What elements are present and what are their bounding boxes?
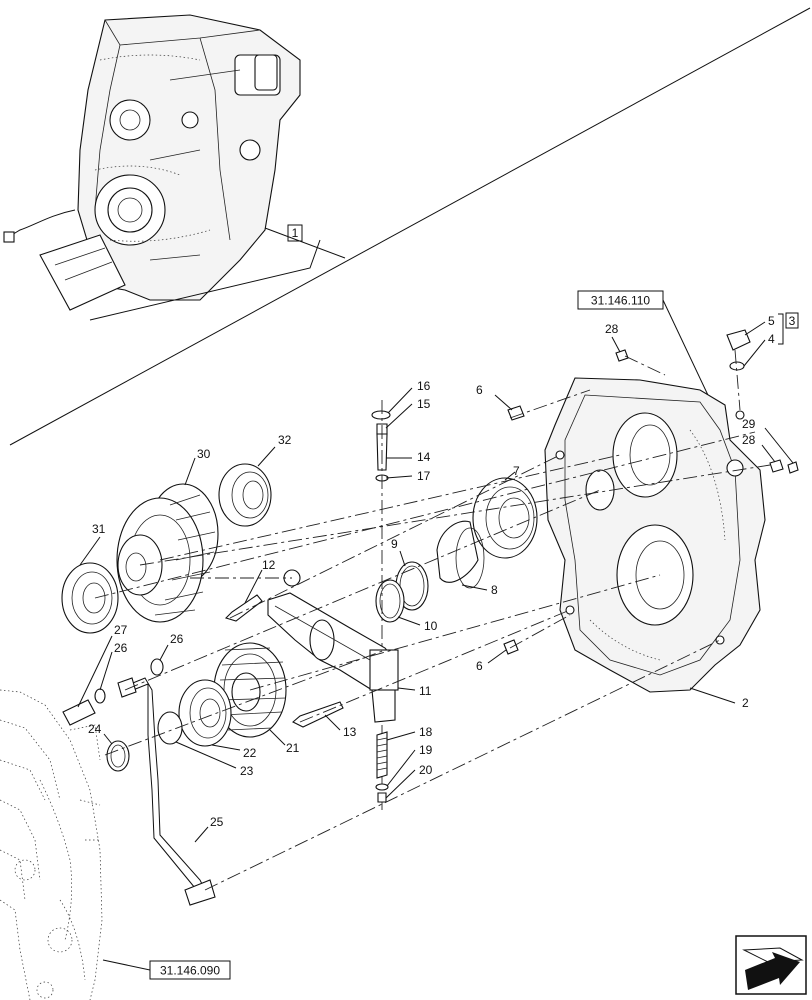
callout-6-bottom: 6 [476,659,483,673]
shift-fork [267,569,399,723]
callout-14: 14 [417,450,431,464]
callout-9: 9 [391,537,398,551]
callout-12: 12 [262,558,276,572]
callout-21: 21 [286,741,300,755]
callout-3: 3 [789,314,796,328]
callout-18: 18 [419,725,433,739]
reference-31-146-090[interactable]: 31.146.090 [160,964,220,978]
callout-22: 22 [243,746,257,760]
callout-6-top: 6 [476,383,483,397]
callout-10: 10 [424,619,438,633]
callout-31: 31 [92,522,106,536]
cluster-gear [116,483,219,623]
callout-1: 1 [292,226,299,240]
callout-26-right: 26 [170,632,184,646]
callout-4: 4 [768,332,775,346]
gearbox-cover [544,377,766,693]
callout-16: 16 [417,379,431,393]
callout-25: 25 [210,815,224,829]
callout-27: 27 [114,623,128,637]
callout-30: 30 [197,447,211,461]
callout-29: 29 [742,417,756,431]
transmission-housing-partial [0,689,103,1000]
callout-17: 17 [417,469,431,483]
callout-28-top: 28 [605,322,619,336]
lube-pipe [117,677,216,906]
next-page-arrow-icon[interactable] [735,935,807,995]
callout-24: 24 [88,722,102,736]
callout-32: 32 [278,433,292,447]
callout-28-right: 28 [742,433,756,447]
callout-23: 23 [240,764,254,778]
callout-7: 7 [513,464,520,478]
callout-26-left: 26 [114,641,128,655]
callout-11: 11 [419,684,432,698]
callout-5: 5 [768,314,775,328]
reference-31-146-110[interactable]: 31.146.110 [591,294,650,308]
callout-13: 13 [343,725,357,739]
transmission-overview [3,14,301,311]
callout-20: 20 [419,763,433,777]
callout-8: 8 [491,583,498,597]
callout-15: 15 [417,397,431,411]
callout-19: 19 [419,743,433,757]
callout-2: 2 [742,696,749,710]
